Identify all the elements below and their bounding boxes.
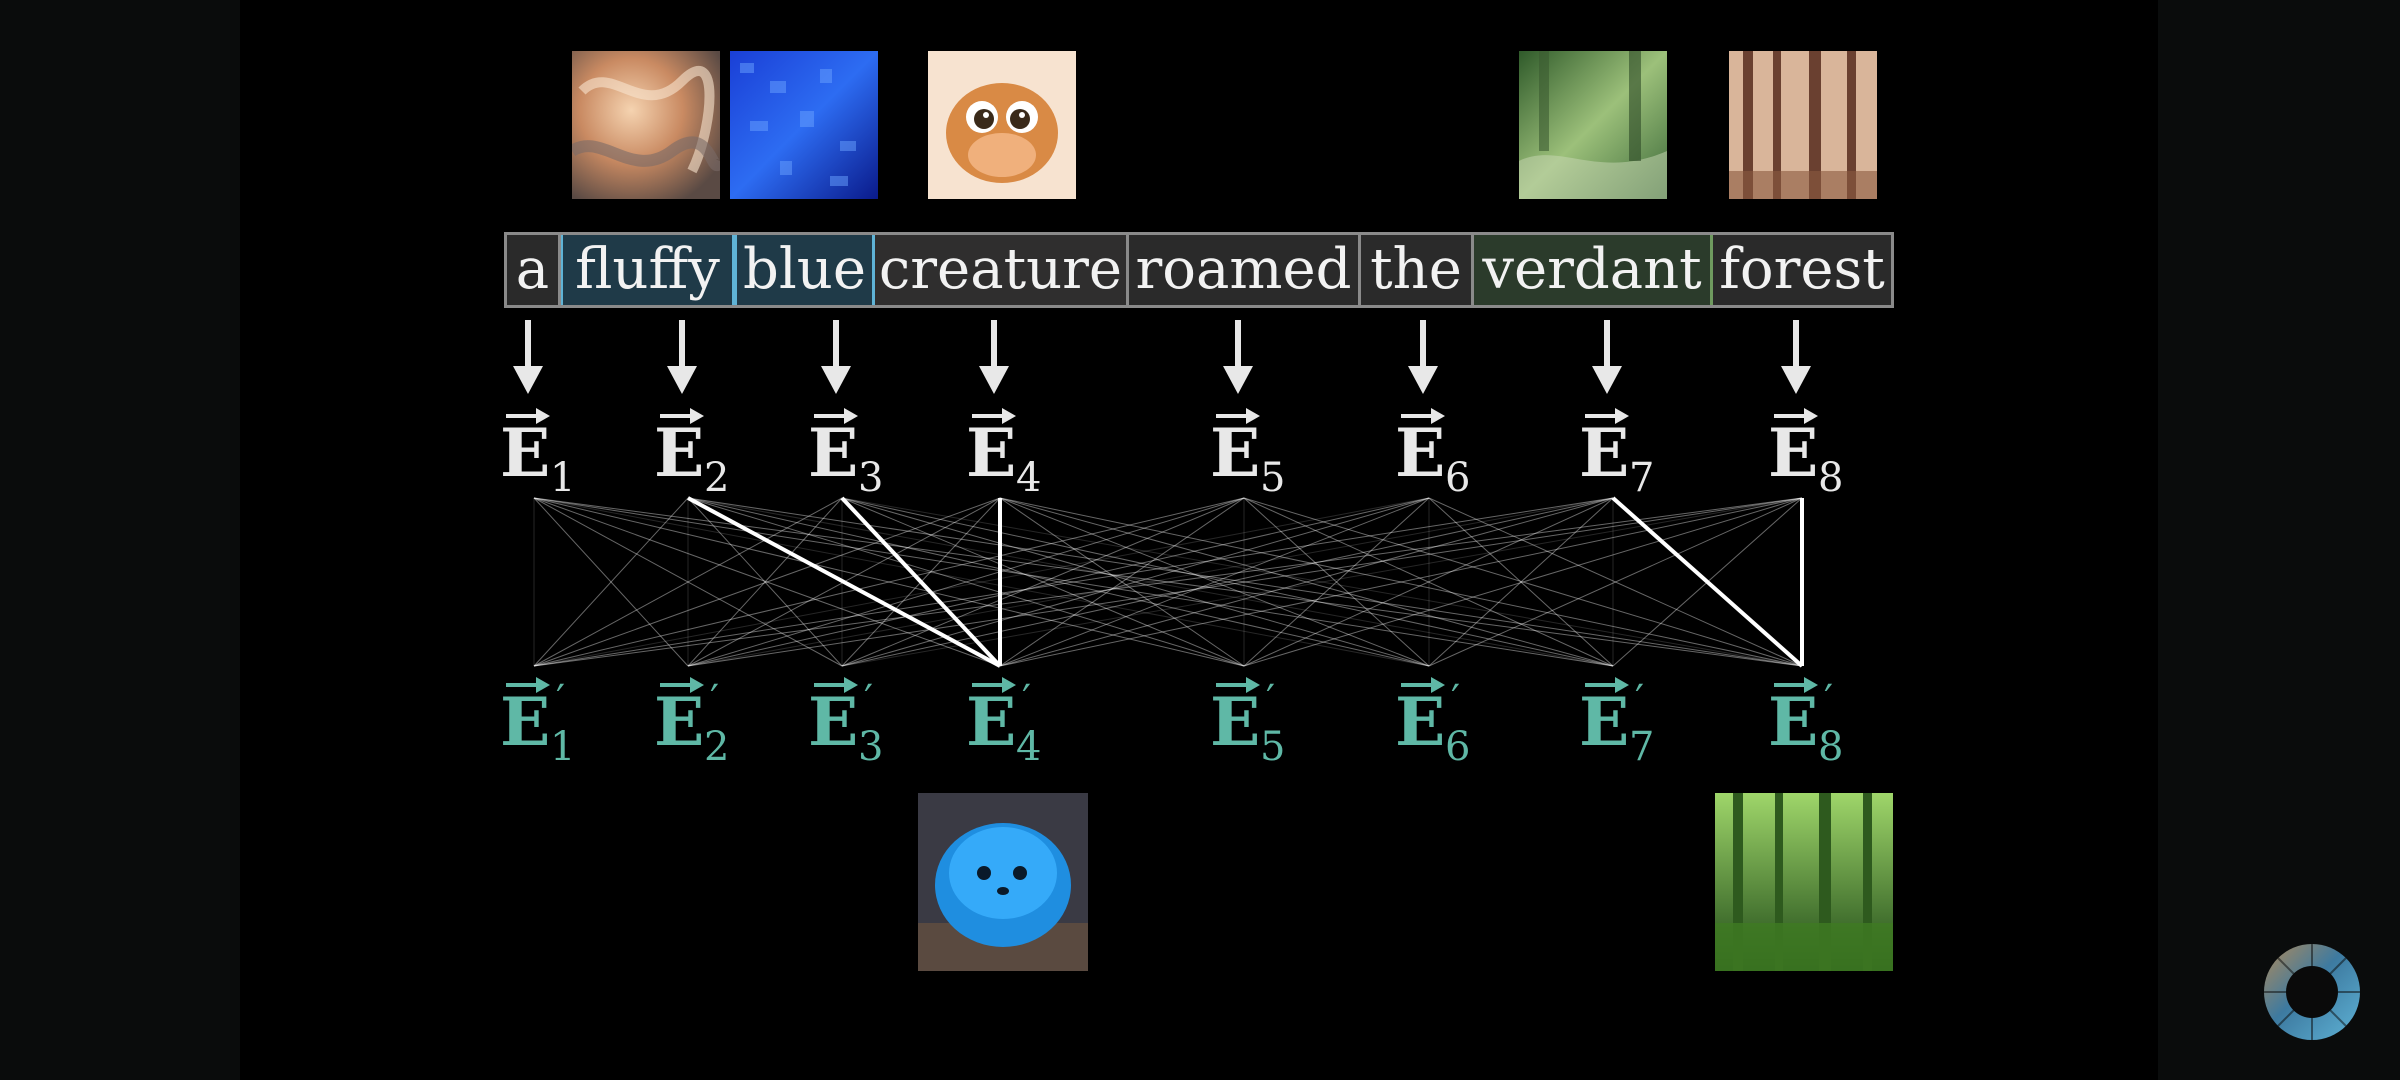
vector-symbol: E	[1395, 683, 1446, 761]
vector-subscript: 8	[1818, 455, 1844, 501]
vector-prime: ′	[1824, 677, 1834, 723]
vector-prime: ′	[556, 677, 566, 723]
vector-subscript: 7	[1629, 724, 1655, 770]
vector-arrow-icon	[1216, 408, 1260, 424]
vector-symbol: E	[500, 414, 551, 492]
vector-arrow-icon	[660, 677, 704, 693]
vector-arrow-icon	[1585, 677, 1629, 693]
vector-subscript: 4	[1016, 455, 1042, 501]
output-embedding-8: E′8	[1768, 674, 1888, 774]
vector-arrow-icon	[814, 677, 858, 693]
vector-subscript: 2	[704, 724, 730, 770]
vector-subscript: 7	[1629, 455, 1655, 501]
output-embedding-3: E′3	[808, 674, 928, 774]
channel-logo-icon	[2264, 944, 2360, 1040]
vector-arrow-icon	[1216, 677, 1260, 693]
vector-symbol: E	[654, 414, 705, 492]
token-blue: blue	[735, 235, 875, 305]
blue-texture-image	[730, 51, 878, 199]
right-letterbox	[2158, 0, 2400, 1080]
vector-arrow-icon	[972, 408, 1016, 424]
vector-symbol: E	[500, 683, 551, 761]
token-a: a	[507, 235, 561, 305]
output-embedding-2: E′2	[654, 674, 774, 774]
token-roamed: roamed	[1129, 235, 1361, 305]
creature-image	[928, 51, 1076, 199]
vector-subscript: 6	[1445, 724, 1471, 770]
output-embedding-1: E′1	[500, 674, 620, 774]
vector-subscript: 3	[858, 455, 884, 501]
vector-symbol: E	[1210, 414, 1261, 492]
vector-subscript: 5	[1260, 724, 1286, 770]
vector-symbol: E	[808, 414, 859, 492]
vector-symbol: E	[1768, 414, 1819, 492]
vector-symbol: E	[1210, 683, 1261, 761]
output-embedding-7: E′7	[1579, 674, 1699, 774]
token-fluffy: fluffy	[561, 235, 735, 305]
verdant-forest-image	[1715, 793, 1893, 971]
vector-arrow-icon	[660, 408, 704, 424]
vector-subscript: 1	[550, 724, 576, 770]
vector-subscript: 4	[1016, 724, 1042, 770]
vector-symbol: E	[1395, 414, 1446, 492]
verdant-painting-image	[1519, 51, 1667, 199]
vector-prime: ′	[1022, 677, 1032, 723]
vector-arrow-icon	[1401, 408, 1445, 424]
vector-symbol: E	[1768, 683, 1819, 761]
sentence-tokens: a fluffy blue creature roamed the verdan…	[504, 232, 1894, 308]
vector-symbol: E	[966, 414, 1017, 492]
output-embedding-6: E′6	[1395, 674, 1515, 774]
vector-subscript: 8	[1818, 724, 1844, 770]
vector-subscript: 1	[550, 455, 576, 501]
vector-arrow-icon	[506, 677, 550, 693]
vector-prime: ′	[710, 677, 720, 723]
vector-symbol: E	[1579, 683, 1630, 761]
vector-symbol: E	[1579, 414, 1630, 492]
vector-arrow-icon	[972, 677, 1016, 693]
vector-subscript: 5	[1260, 455, 1286, 501]
vector-subscript: 6	[1445, 455, 1471, 501]
vector-arrow-icon	[1774, 677, 1818, 693]
vector-prime: ′	[1266, 677, 1276, 723]
vector-subscript: 3	[858, 724, 884, 770]
vector-arrow-icon	[1585, 408, 1629, 424]
vector-arrow-icon	[1401, 677, 1445, 693]
vector-prime: ′	[1451, 677, 1461, 723]
vector-prime: ′	[864, 677, 874, 723]
vector-arrow-icon	[506, 408, 550, 424]
vector-symbol: E	[808, 683, 859, 761]
fluffy-blue-creature-image	[918, 793, 1088, 971]
vector-subscript: 2	[704, 455, 730, 501]
token-verdant: verdant	[1474, 235, 1713, 305]
forest-sepia-image	[1729, 51, 1877, 199]
vector-symbol: E	[966, 683, 1017, 761]
vector-arrow-icon	[1774, 408, 1818, 424]
token-forest: forest	[1713, 235, 1891, 305]
token-creature: creature	[875, 235, 1129, 305]
vector-arrow-icon	[814, 408, 858, 424]
vector-prime: ′	[1635, 677, 1645, 723]
fluffy-texture-image	[572, 51, 720, 199]
token-the: the	[1361, 235, 1474, 305]
output-embedding-4: E′4	[966, 674, 1086, 774]
vector-symbol: E	[654, 683, 705, 761]
output-embedding-5: E′5	[1210, 674, 1330, 774]
left-letterbox	[0, 0, 240, 1080]
